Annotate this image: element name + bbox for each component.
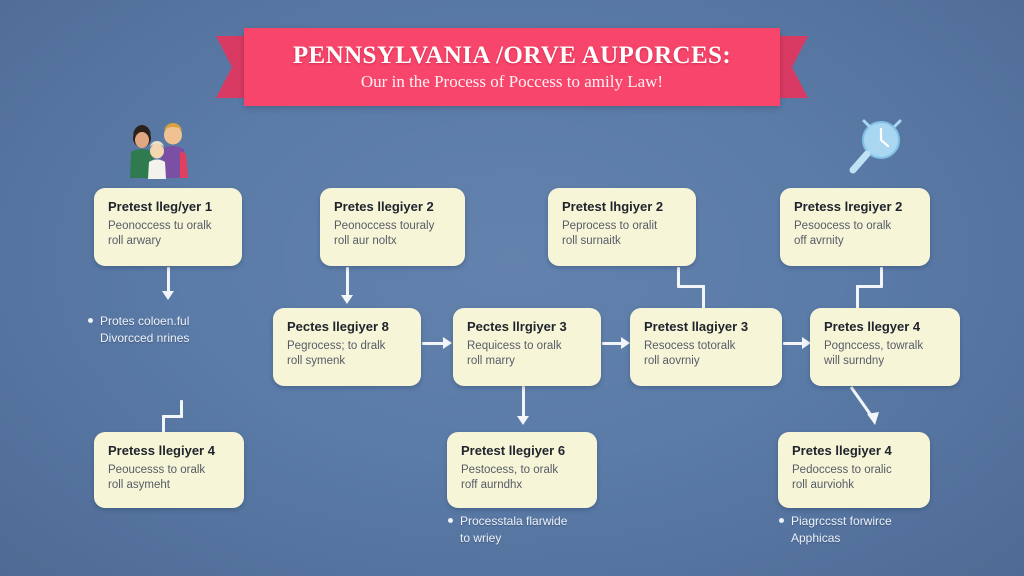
node-middle-4[interactable]: Pretes llegyer 4 Pognccess, towralk will… (810, 308, 960, 386)
node-description: Pestocess, to oralk roff aurndhx (461, 463, 559, 492)
banner-subtitle: Our in the Process of Poccess to amily L… (360, 72, 664, 91)
node-top-1[interactable]: Pretest lleg/yer 1 Peonoccess tu oralk r… (94, 188, 242, 266)
node-top-2[interactable]: Pretes llegiyer 2 Peonoccess touraly rol… (320, 188, 465, 266)
node-description: Pognccess, towralk will surndny (824, 339, 924, 368)
node-description: Peonoccess tu oralk roll arwary (108, 219, 212, 248)
node-title: Pectes llrgiyer 3 (467, 319, 567, 334)
node-title: Pretest llegiyer 6 (461, 443, 566, 458)
node-title: Pretest llagiyer 3 (644, 319, 749, 334)
node-description: Pedoccess to oralic roll aurviohk (792, 463, 892, 492)
node-top-3[interactable]: Pretest lhgiyer 2 Peprocess to oralit ro… (548, 188, 696, 266)
note-statewide-court: Processtala flarwide to wriey (448, 513, 648, 548)
note-line-1: Piagrccsst forwirce (791, 514, 892, 528)
note-line-2: Apphicas (791, 531, 841, 546)
clock-magnifier-icon (845, 118, 911, 180)
node-title: Pretes llegiyer 2 (334, 199, 434, 214)
note-line-2: Divorcced nrines (100, 331, 190, 346)
bullet-dot (448, 518, 453, 524)
node-title: Pretess lregiyer 2 (794, 199, 903, 214)
node-description: Pegrocess; to dralk roll symenk (287, 339, 386, 368)
node-bottom-3[interactable]: Pretes llegiyer 4 Pedoccess to oralic ro… (778, 432, 930, 508)
node-description: Pesoocess to oralk off avrnity (794, 219, 892, 248)
note-line-2: to wriey (460, 531, 502, 546)
node-middle-2[interactable]: Pectes llrgiyer 3 Requicess to oralk rol… (453, 308, 601, 386)
node-description: Resocess totoralk roll aovrniy (644, 339, 736, 368)
node-title: Pretes llegyer 4 (824, 319, 921, 334)
bullet-dot (779, 518, 784, 524)
node-bottom-2[interactable]: Pretest llegiyer 6 Pestocess, to oralk r… (447, 432, 597, 508)
banner-title: PENNSYLVANIA /ORVE AUPORCES: (292, 42, 732, 69)
node-description: Peoucesss to oralk roll asymeht (108, 463, 206, 492)
title-banner: PENNSYLVANIA /ORVE AUPORCES: Our in the … (216, 28, 808, 106)
note-application-info: Piagrccsst forwirce Apphicas (779, 513, 979, 548)
note-line-1: Protes coloen.ful (100, 314, 190, 328)
node-middle-1[interactable]: Pectes llegiyer 8 Pegrocess; to dralk ro… (273, 308, 421, 386)
node-top-4[interactable]: Pretess lregiyer 2 Pesoocess to oralk of… (780, 188, 930, 266)
node-description: Requicess to oralk roll marry (467, 339, 562, 368)
node-title: Pretest lhgiyer 2 (562, 199, 664, 214)
node-bottom-1[interactable]: Pretess llegiyer 4 Peoucesss to oralk ro… (94, 432, 244, 508)
node-title: Pretess llegiyer 4 (108, 443, 215, 458)
node-title: Pretest lleg/yer 1 (108, 199, 213, 214)
node-description: Peprocess to oralit roll surnaitk (562, 219, 658, 248)
family-icon (122, 118, 194, 180)
note-line-1: Processtala flarwide (460, 514, 568, 528)
bullet-dot (88, 318, 93, 324)
ribbon-body: PENNSYLVANIA /ORVE AUPORCES: Our in the … (244, 28, 780, 106)
note-divorce-info: Protes coloen.ful Divorcced nrines (88, 313, 278, 348)
node-middle-3[interactable]: Pretest llagiyer 3 Resocess totoralk rol… (630, 308, 782, 386)
node-title: Pectes llegiyer 8 (287, 319, 389, 334)
node-title: Pretes llegiyer 4 (792, 443, 892, 458)
node-description: Peonoccess touraly roll aur noltx (334, 219, 435, 248)
